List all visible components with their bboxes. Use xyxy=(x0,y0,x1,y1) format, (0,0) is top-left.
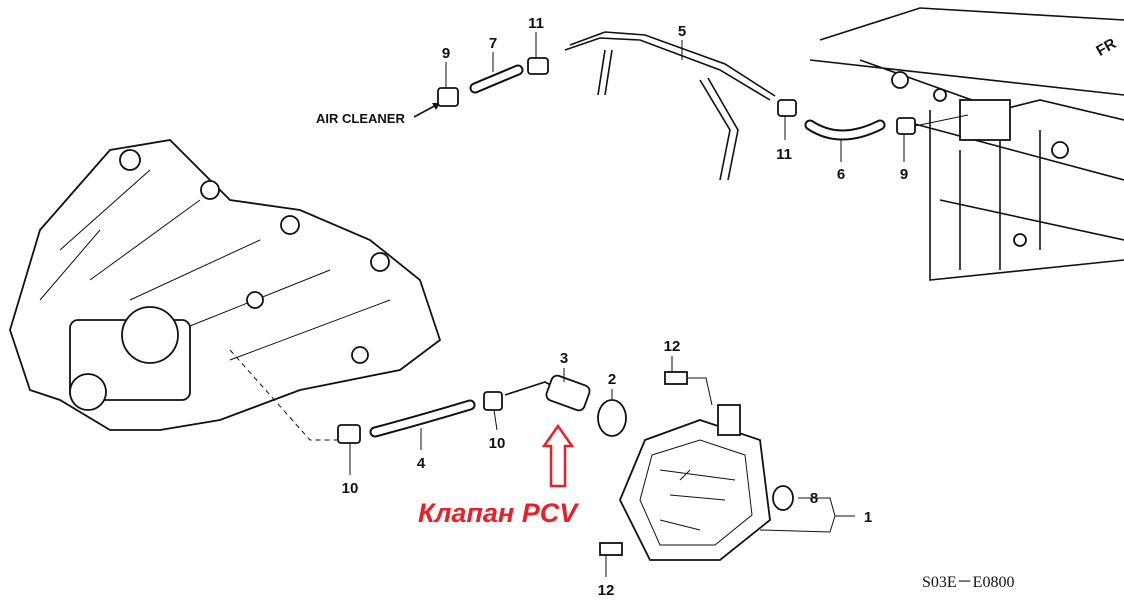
cylinder-head-drawing xyxy=(809,7,1124,281)
clamp-11-top xyxy=(527,57,549,75)
callout-9: 9 xyxy=(442,45,450,62)
callout-1: 1 xyxy=(864,509,872,526)
callout-11: 11 xyxy=(528,15,544,32)
fr-orientation-label: FR xyxy=(1093,35,1119,60)
intake-manifold-drawing xyxy=(9,139,442,441)
bolt-top xyxy=(664,371,688,385)
pcv-valve xyxy=(545,374,591,412)
callout-5: 5 xyxy=(678,23,686,40)
callout-11: 11 xyxy=(776,146,792,163)
clamp-11-right xyxy=(777,99,797,117)
callout-7: 7 xyxy=(489,35,497,52)
callout-6: 6 xyxy=(837,166,845,183)
callout-leaders xyxy=(349,32,905,577)
callout-3: 3 xyxy=(560,350,568,367)
callout-10: 10 xyxy=(342,480,359,497)
bolt-bottom xyxy=(599,542,623,556)
drawing-code: S03E－E0800 xyxy=(922,574,1014,591)
air-cleaner-label: AIR CLEANER xyxy=(316,111,405,126)
callout-4: 4 xyxy=(417,455,426,472)
breather-chamber-drawing xyxy=(599,404,855,561)
callout-2: 2 xyxy=(608,371,616,388)
clamp-9-right xyxy=(896,117,916,135)
pcv-hose-assembly xyxy=(337,371,713,444)
callout-12: 12 xyxy=(664,338,681,355)
breather-hose-assembly xyxy=(413,31,969,181)
clamp-10-left xyxy=(337,424,361,444)
pcv-arrow-icon xyxy=(541,423,575,488)
clamp-10-right xyxy=(483,391,503,411)
o-ring xyxy=(772,485,794,511)
pcv-valve-annotation: Клапан PCV xyxy=(418,498,579,528)
callout-9: 9 xyxy=(900,166,908,183)
callout-10: 10 xyxy=(489,435,506,452)
callout-12: 12 xyxy=(598,582,615,599)
grommet xyxy=(597,399,627,437)
clamp-9-top xyxy=(437,87,459,107)
callout-8: 8 xyxy=(810,490,818,507)
